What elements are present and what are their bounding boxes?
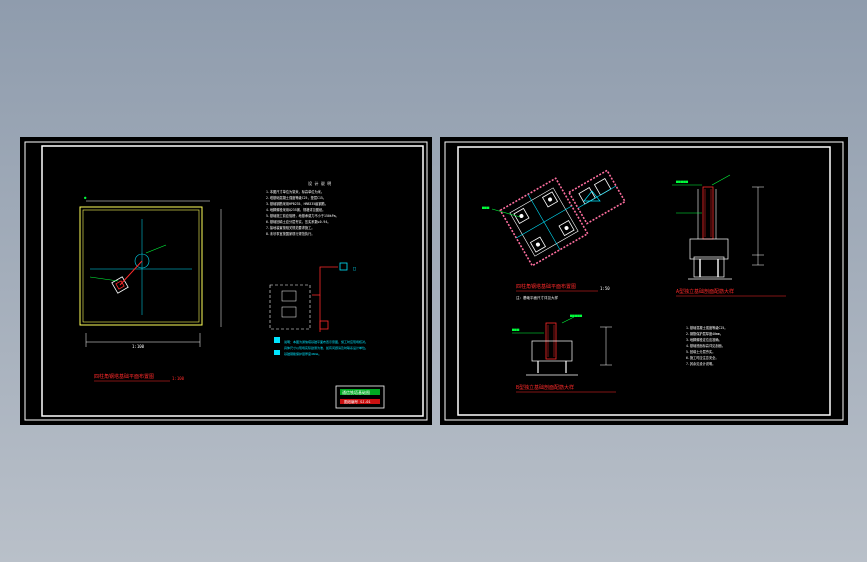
notes-line-7: 7.接地装置按相关规范要求施工。 — [266, 225, 314, 230]
legend-line-3: 基础钢筋保护层厚度40mm。 — [284, 351, 321, 356]
plan-green-leader — [491, 208, 521, 218]
title-block-line2: 图纸编号 SJ-01 — [344, 399, 371, 404]
detail-red-leader — [312, 266, 338, 296]
section-a-title: A型独立基础剖面配筋大样 — [676, 288, 734, 295]
detail-cyan-marker — [339, 262, 348, 271]
drawing-sheet-right[interactable]: ■■■ 四柱角钢塔基础平面布置图 1:50 注：基础平面尺寸详见大样 ■■■■■ — [440, 137, 848, 425]
right-plan-subtitle: 注：基础平面尺寸详见大样 — [516, 295, 558, 300]
right-plan-scale: 1:50 — [600, 286, 610, 291]
right-notes-line-5: 5.回填土分层夯实。 — [686, 349, 715, 354]
right-notes-line-2: 2.钢筋保护层厚度40mm。 — [686, 331, 723, 336]
section-b-title: B型独立基础剖面配筋大样 — [516, 384, 574, 391]
notes-block: 1.本图尺寸单位为毫米，标高单位为米。2.塔基础混凝土强度等级C25，垫层C15… — [266, 189, 339, 236]
inner-frame — [41, 145, 424, 417]
legend-notes-block: 说明：本图为通信塔基础平面布置示意图，施工时应现场核对。具体尺寸以现场实际勘测为… — [284, 339, 368, 356]
right-plan-title: 四柱角钢塔基础平面布置图 — [516, 283, 576, 290]
notes-line-4: 4.地脚螺栓采用Q235钢，规格详见图纸。 — [266, 207, 325, 212]
detail-red-marker — [319, 320, 329, 330]
tower-leader-red — [119, 260, 143, 286]
plan-green-label: ■■■ — [482, 205, 490, 210]
left-plan-scale: 1:100 — [172, 376, 185, 381]
right-notes-line-1: 1.基础混凝土强度等级C25。 — [686, 325, 727, 330]
svg-text:■■■■■: ■■■■■ — [676, 179, 689, 184]
title-block-band — [340, 389, 380, 395]
notes-line-8: 8.未尽事宜按国家现行规范执行。 — [266, 231, 314, 236]
notes-line-5: 5.基础施工前应验槽，地基承载力不小于150kPa。 — [266, 213, 339, 218]
svg-text:■■■: ■■■ — [512, 327, 520, 332]
notes-line-6: 6.基础回填土应分层夯实，压实系数≥0.94。 — [266, 219, 330, 224]
site-boundary-outer — [79, 206, 203, 326]
title-block-line1: 通信铁塔基础图 — [342, 389, 370, 395]
right-notes-line-3: 3.地脚螺栓定位应准确。 — [686, 337, 722, 342]
foundation-triangle — [583, 190, 601, 202]
svg-text:■■■■■: ■■■■■ — [570, 313, 583, 318]
leader-green-1 — [89, 276, 119, 282]
notes-heading: 设 计 说 明 — [308, 180, 331, 186]
notes-line-3: 3.基础钢筋采用HPB235、HRB335级钢筋。 — [266, 201, 328, 206]
drawing-sheet-left[interactable]: 1:100 ● 四柱角钢塔基础平面布置图 1:100 设 计 说 明 1.本图尺… — [20, 137, 432, 425]
outer-frame-right — [444, 141, 844, 421]
legend-swatch-cyan — [274, 337, 280, 343]
right-notes-line-4: 4.基础底面标高详见剖面。 — [686, 343, 725, 348]
tower-foundation-symbol — [111, 276, 129, 294]
section-a-detail: ■■■■■ — [672, 174, 764, 280]
detail-inner-2 — [281, 306, 297, 318]
leader-green-2 — [145, 244, 167, 254]
notes-line-1: 1.本图尺寸单位为毫米，标高单位为米。 — [266, 189, 324, 194]
dim-text-bottom: 1:100 — [132, 344, 145, 349]
site-boundary-inner — [82, 209, 200, 323]
right-notes-line-7: 7.其余见设计说明。 — [686, 361, 715, 366]
legend-line-1: 说明：本图为通信塔基础平面布置示意图，施工时应现场核对。 — [284, 339, 368, 344]
outer-frame — [24, 141, 428, 421]
left-plan-title: 四柱角钢塔基础平面布置图 — [94, 373, 154, 380]
right-notes-block: 1.基础混凝土强度等级C25。2.钢筋保护层厚度40mm。3.地脚螺栓定位应准确… — [686, 325, 727, 366]
detail-inner-1 — [281, 290, 297, 302]
left-sheet-canvas: 1:100 ● 四柱角钢塔基础平面布置图 1:100 设 计 说 明 1.本图尺… — [24, 141, 428, 421]
legend-swatch-cyan-2 — [274, 350, 280, 355]
tower-center-circle — [134, 253, 150, 269]
site-label: ● — [84, 195, 87, 200]
section-b-detail: ■■■■■ ■■■ — [512, 313, 612, 376]
title-block — [335, 385, 385, 409]
title-block-red-band — [340, 399, 380, 404]
right-notes-line-6: 6.施工时应注意安全。 — [686, 355, 719, 360]
detail-cyan-glyph: □ — [353, 266, 356, 272]
notes-line-2: 2.塔基础混凝土强度等级C25，垫层C15。 — [266, 195, 326, 200]
foundation-plan-rotated — [499, 177, 589, 267]
inner-frame-right — [457, 146, 831, 416]
right-sheet-canvas: ■■■ 四柱角钢塔基础平面布置图 1:50 注：基础平面尺寸详见大样 ■■■■■ — [444, 141, 844, 421]
legend-line-2: 具体尺寸以现场实际勘测为准，如有问题请及时联系设计单位。 — [284, 345, 368, 350]
detail-box — [269, 284, 311, 330]
